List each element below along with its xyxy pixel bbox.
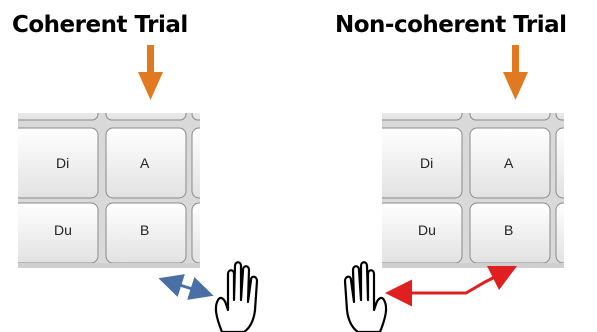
- key-label-du: Du: [54, 222, 72, 238]
- coherent-response-arrow: [158, 274, 214, 300]
- key-du: Du: [382, 202, 463, 264]
- hand-icon-left: [214, 261, 259, 332]
- hand-icon-right: [343, 261, 388, 332]
- key-label-di: Di: [420, 155, 433, 171]
- key-di: Di: [382, 127, 463, 199]
- coherent-trial-title: Coherent Trial: [12, 12, 188, 38]
- key-di: Di: [18, 127, 99, 199]
- key-label-di: Di: [56, 155, 69, 171]
- key-label-a: A: [140, 155, 150, 171]
- key-a: A: [469, 127, 551, 199]
- key-b: B: [105, 202, 187, 264]
- key-a: A: [105, 127, 187, 199]
- down-arrow-icon-left: [138, 45, 163, 100]
- key-label-a: A: [504, 155, 514, 171]
- non-coherent-response-arrow: [385, 265, 518, 307]
- key-label-du: Du: [418, 222, 436, 238]
- non-coherent-trial-title: Non-coherent Trial: [335, 12, 567, 38]
- down-arrow-icon-right: [503, 45, 528, 100]
- keyboard-left: Di A Du B: [18, 113, 200, 268]
- key-label-b: B: [140, 222, 149, 238]
- keyboard-right: Di A Du B: [382, 113, 564, 268]
- key-label-b: B: [504, 222, 513, 238]
